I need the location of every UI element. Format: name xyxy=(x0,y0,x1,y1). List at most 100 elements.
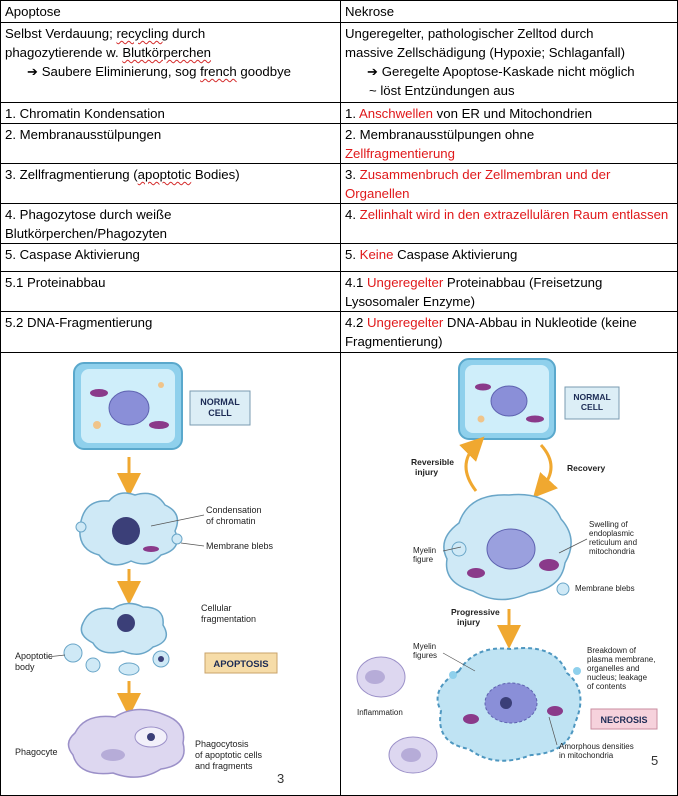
inflammation-label: Inflammation xyxy=(357,708,403,717)
row-left-text: 3. Zellfragmentierung ( xyxy=(5,167,138,182)
row-left-cell: 5.1 Proteinabbau xyxy=(1,272,341,311)
normal-cell-image xyxy=(458,358,556,440)
arrow-icon xyxy=(459,436,485,492)
arrow-icon xyxy=(532,443,558,498)
header-apoptose-label: Apoptose xyxy=(5,4,61,19)
necrosis-label: NECROSIS xyxy=(600,715,647,725)
row-left-cell: 2. Membranausstülpungen xyxy=(1,124,341,163)
row-right-text: 4.2 xyxy=(345,315,367,330)
definition-nekrose: Ungeregelter, pathologischer Zelltod dur… xyxy=(341,23,677,102)
row-right-cell: 1. Anschwellen von ER und Mitochondrien xyxy=(341,103,677,123)
def-left-line2: phagozytierende w. Blutkörperchen xyxy=(5,43,336,62)
row-right-red-text: Keine xyxy=(359,247,394,262)
definition-row: Selbst Verdauung; recycling durch phagoz… xyxy=(1,23,677,103)
row-right-red-text: Zusammenbruch der Zellmembran und der Or… xyxy=(345,167,611,201)
spellcheck-word: recycling xyxy=(116,26,169,41)
recovery-label: Recovery xyxy=(567,463,606,473)
swollen-cell-image xyxy=(443,493,572,601)
table-row: 3. Zellfragmentierung (apoptotic Bodies)… xyxy=(1,164,677,204)
table-row: 5.1 Proteinabbau 4.1 Ungeregelter Protei… xyxy=(1,272,677,312)
row-right-cell: 5. Keine Caspase Aktivierung xyxy=(341,244,677,271)
def-left-text: goodbye xyxy=(236,64,291,79)
spellcheck-word: apoptotic xyxy=(137,167,192,182)
row-left-cell: 4. Phagozytose durch weiße Blutkörperche… xyxy=(1,204,341,243)
spellcheck-word: Blutkörperchen xyxy=(122,45,212,60)
row-right-cell: 4.2 Ungeregelter DNA-Abbau in Nukleotide… xyxy=(341,312,677,352)
row-right-red-text: Anschwellen xyxy=(358,106,433,121)
row-right-text: 3. xyxy=(345,167,360,182)
def-right-arrow-line: ➔ Geregelte Apoptose-Kaskade nicht mögli… xyxy=(345,62,673,81)
row-right-text: Caspase Aktivierung xyxy=(393,247,518,262)
row-right-cell: 3. Zusammenbruch der Zellmembran und der… xyxy=(341,164,677,203)
header-nekrose-label: Nekrose xyxy=(345,4,395,19)
arrow-right-icon: ➔ xyxy=(367,64,379,79)
row-right-text: 5. xyxy=(345,247,360,262)
def-left-text: Selbst Verdauung; xyxy=(5,26,117,41)
row-left-cell: 3. Zellfragmentierung (apoptotic Bodies) xyxy=(1,164,341,203)
row-right-cell: 4.1 Ungeregelter Proteinabbau (Freisetzu… xyxy=(341,272,677,311)
necrotic-cell-image xyxy=(436,647,582,762)
definition-apoptose: Selbst Verdauung; recycling durch phagoz… xyxy=(1,23,341,102)
table-row: 2. Membranausstülpungen 2. Membranausstü… xyxy=(1,124,677,164)
def-right-tilde-line: ~ löst Entzündungen aus xyxy=(369,83,515,98)
header-row: Apoptose Nekrose xyxy=(1,1,677,23)
header-nekrose: Nekrose xyxy=(341,1,677,22)
def-right-line2: massive Zellschädigung (Hypoxie; Schlaga… xyxy=(345,45,626,60)
row-right-red-text: Ungeregelter xyxy=(367,275,444,290)
normal-cell-label-box xyxy=(189,390,251,426)
def-left-line1: Selbst Verdauung; recycling durch xyxy=(5,24,336,43)
normal-cell-label-box xyxy=(564,386,620,420)
row-right-text: von ER und Mitochondrien xyxy=(432,106,593,121)
spellcheck-word: french xyxy=(200,64,237,79)
row-right-text: DNA-Abbau in Nukleotide (keine Fragmenti… xyxy=(345,315,637,349)
phagocyte-image xyxy=(67,708,185,778)
row-left-cell: 5. Caspase Aktivierung xyxy=(1,244,341,271)
membrane-blebs-label: Membrane blebs xyxy=(575,584,635,593)
def-left-text: Saubere Eliminierung, sog xyxy=(41,64,201,79)
inflammation-cell-image xyxy=(356,656,438,774)
row-left-cell: 1. Chromatin Kondensation xyxy=(1,103,341,123)
row-right-red-text: Zellinhalt wird in den extrazellulären R… xyxy=(359,207,669,222)
row-right-red-text: Zellfragmentierung xyxy=(345,146,455,161)
def-right-text: Geregelte Apoptose-Kaskade nicht möglich xyxy=(381,64,635,79)
condensation-cell-image xyxy=(75,492,183,566)
table-row: 4. Phagozytose durch weiße Blutkörperche… xyxy=(1,204,677,244)
fragmentation-cell-image xyxy=(63,602,170,676)
apoptosis-label: APOPTOSIS xyxy=(213,659,268,670)
membrane-blebs-label: Membrane blebs xyxy=(206,541,274,551)
row-left-cell: 5.2 DNA-Fragmentierung xyxy=(1,312,341,352)
row-right-cell: 4. Zellinhalt wird in den extrazelluläre… xyxy=(341,204,677,243)
row-right-red-text: Ungeregelter xyxy=(367,315,444,330)
phagocyte-label: Phagocyte xyxy=(15,747,58,757)
row-right-text: 4.1 xyxy=(345,275,367,290)
row-right-text: Proteinabbau (Freisetzung Lysosomaler En… xyxy=(345,275,603,309)
page-number: 3 xyxy=(277,771,284,786)
row-right-text: 1. xyxy=(345,106,359,121)
necrosis-label-box xyxy=(590,708,658,730)
row-right-text: 4. xyxy=(345,207,360,222)
def-right-line1: Ungeregelter, pathologischer Zelltod dur… xyxy=(345,26,594,41)
header-apoptose: Apoptose xyxy=(1,1,341,22)
row-left-text: Bodies) xyxy=(191,167,240,182)
def-left-text: durch xyxy=(168,26,206,41)
def-left-text: phagozytierende w. xyxy=(5,45,123,60)
arrow-right-icon: ➔ xyxy=(27,64,39,79)
